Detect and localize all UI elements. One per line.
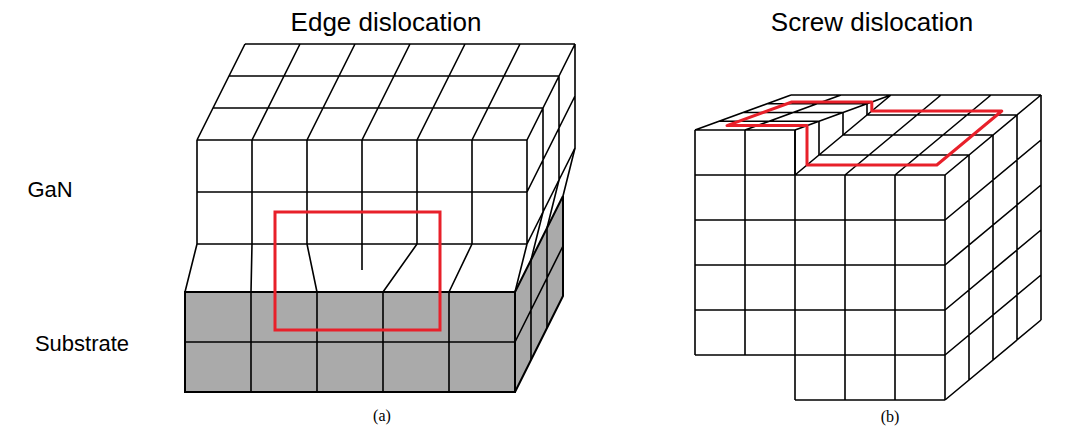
panel-title: Screw dislocation (771, 8, 973, 37)
gan-lattice-grid (197, 44, 575, 244)
panel-title: Edge dislocation (291, 8, 482, 37)
distorted-bonds (185, 148, 575, 292)
panel-letter: (b) (881, 408, 900, 426)
burgers-circuit (275, 212, 440, 330)
panel-letter: (a) (373, 407, 391, 425)
screw-top-grid (695, 95, 1041, 175)
layer-label: GaN (27, 178, 72, 202)
screw-front-grid (695, 130, 945, 400)
burgers-circuit (727, 102, 1002, 165)
layer-label: Substrate (35, 332, 129, 356)
substrate-grid (185, 228, 563, 392)
screw-side-grid (945, 95, 1041, 400)
